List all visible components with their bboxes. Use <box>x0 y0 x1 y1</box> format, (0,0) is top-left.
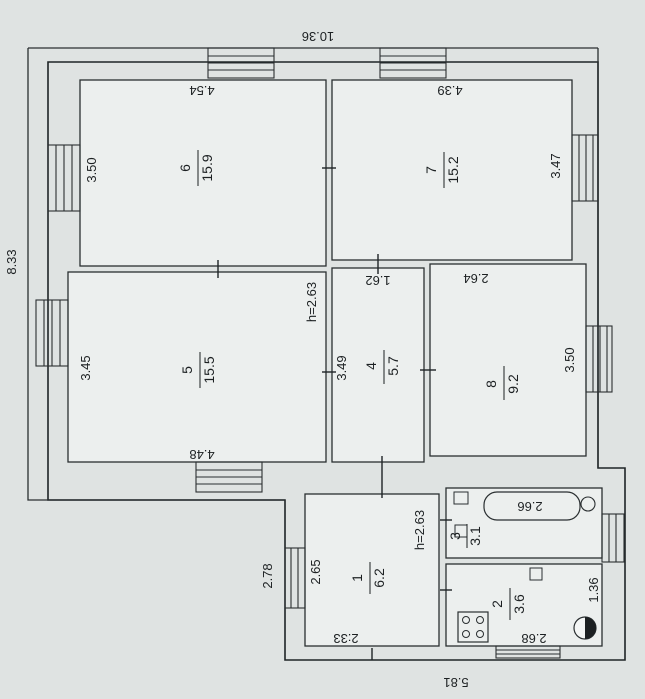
stove-burner-icon <box>476 630 484 638</box>
room-4-outline <box>331 267 425 463</box>
window-annex-bottom <box>495 645 561 659</box>
room-6-number: 6 <box>177 164 193 172</box>
room-4-number: 4 <box>363 362 379 370</box>
dim-top-width: 10.36 <box>302 29 335 44</box>
main-height: h=2.63 <box>304 282 319 322</box>
room-6-outline <box>79 79 327 267</box>
toilet-icon <box>453 491 469 505</box>
room-8-area: 9.2 <box>505 374 521 394</box>
room-8-number: 8 <box>483 380 499 388</box>
dim-bottom-width: 5.81 <box>443 675 468 690</box>
room-4-side-a: 3.49 <box>334 355 349 380</box>
room-2-area: 3.6 <box>511 594 527 614</box>
outer-left-line <box>27 48 285 501</box>
annex-height: h=2.63 <box>412 510 427 550</box>
boiler-fill-icon <box>585 617 596 639</box>
dim-left-depth: 8.33 <box>4 249 19 274</box>
sink-icon <box>580 496 596 512</box>
heater-icon <box>529 567 543 581</box>
room-2-side-b: 2.68 <box>521 631 546 646</box>
stove-icon <box>457 611 489 643</box>
room-7-outline <box>331 79 573 261</box>
window-left-1 <box>47 144 81 212</box>
window-top-1 <box>207 47 275 79</box>
room-2-number: 2 <box>489 600 505 608</box>
window-top-2 <box>379 47 447 79</box>
window-right-1 <box>571 134 599 202</box>
room-7-side-b: 4.39 <box>437 83 462 98</box>
room-7-number: 7 <box>423 166 439 174</box>
room-2-side-a: 1.36 <box>586 577 601 602</box>
room-5-side-b: 4.48 <box>189 447 214 462</box>
window-left-2 <box>35 299 69 367</box>
bathtub-icon <box>483 491 581 521</box>
room-4-side-b: 1.62 <box>365 273 390 288</box>
room-6-area: 15.9 <box>199 154 215 181</box>
room-4-area: 5.7 <box>385 356 401 376</box>
room-1-side-a: 2.65 <box>308 559 323 584</box>
stove-burner-icon <box>476 616 484 624</box>
room-1-area: 6.2 <box>371 568 387 588</box>
room-8-side-b: 2.64 <box>463 271 488 286</box>
room-3-area: 3.1 <box>467 526 483 546</box>
room-5-side-a: 3.45 <box>78 355 93 380</box>
room-5-outline <box>67 271 327 463</box>
room-8-outline <box>429 263 587 457</box>
room-7-area: 15.2 <box>445 156 461 183</box>
window-annex-right <box>601 513 625 563</box>
room-6-side-b: 4.54 <box>189 83 214 98</box>
room-3-side-a: 2.66 <box>517 499 542 514</box>
room-6-side-a: 3.50 <box>84 157 99 182</box>
stove-burner-icon <box>462 616 470 624</box>
room-3-outline <box>445 487 603 559</box>
room-3-number: 3 <box>447 532 463 540</box>
room-1-number: 1 <box>349 574 365 582</box>
room-5-number: 5 <box>179 366 195 374</box>
window-annex-left <box>284 547 306 609</box>
window-right-2 <box>585 325 613 393</box>
room-5-area: 15.5 <box>201 356 217 383</box>
stove-burner-icon <box>462 630 470 638</box>
window-bottom-main <box>195 461 263 493</box>
room-1-side-b: 2:33 <box>333 631 358 646</box>
dim-annex-outer: 2.78 <box>260 563 275 588</box>
room-7-side-a: 3.47 <box>548 153 563 178</box>
room-8-side-a: 3.50 <box>562 347 577 372</box>
